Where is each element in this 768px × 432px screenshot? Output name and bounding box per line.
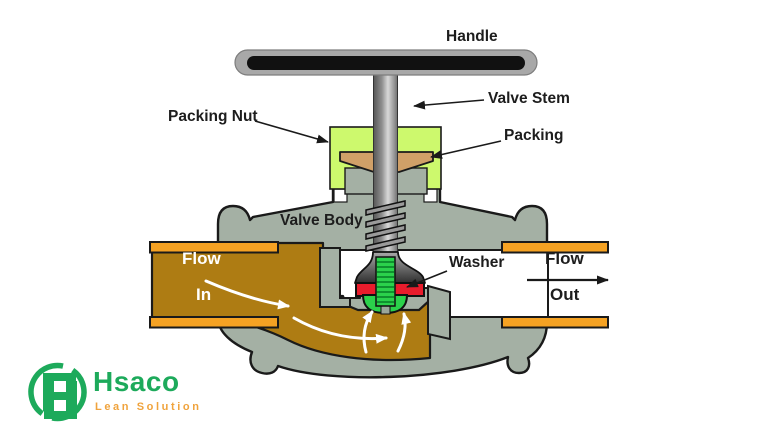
flow-out-direction: Out: [550, 285, 580, 304]
packing-nut-leader: [254, 120, 329, 144]
outlet-flange-top: [501, 241, 609, 254]
logo-h-glyph: [43, 373, 77, 419]
seat-wall-right-shape: [427, 284, 451, 341]
logo-ring: [28, 362, 87, 422]
logo-brand-name: Hsaco: [93, 366, 180, 397]
handle-shape: [234, 49, 538, 76]
disc-screw-shape: [375, 256, 396, 307]
washer-label: Washer: [449, 254, 505, 271]
flow-in-word: Flow: [182, 249, 221, 268]
flow-out-word: Flow: [545, 249, 584, 268]
valve-stem-shape: [373, 72, 398, 258]
label-leader-arrows: [254, 99, 609, 288]
valve-body-label: Valve Body: [280, 212, 363, 229]
logo-tagline: Lean Solution: [95, 401, 202, 413]
stem-threads: [365, 200, 406, 252]
flow-passage-shape: [150, 241, 432, 362]
flow-in-direction: In: [196, 285, 212, 304]
flow-direction-arrows: [204, 279, 412, 354]
washer-leader: [406, 270, 448, 288]
inlet-flange-top: [149, 241, 279, 254]
valve-stem-label: Valve Stem: [488, 90, 570, 107]
packing-label: Packing: [504, 127, 564, 144]
inlet-flange-bottom: [149, 316, 279, 329]
seat-partition-shape: [319, 247, 351, 308]
handle-label: Handle: [446, 28, 498, 45]
logo-mark: [28, 362, 87, 422]
packing-leader: [430, 140, 502, 159]
packing-nut-label: Packing Nut: [168, 108, 258, 125]
outlet-flange-bottom: [501, 316, 609, 329]
valve-stem-leader: [413, 99, 485, 110]
